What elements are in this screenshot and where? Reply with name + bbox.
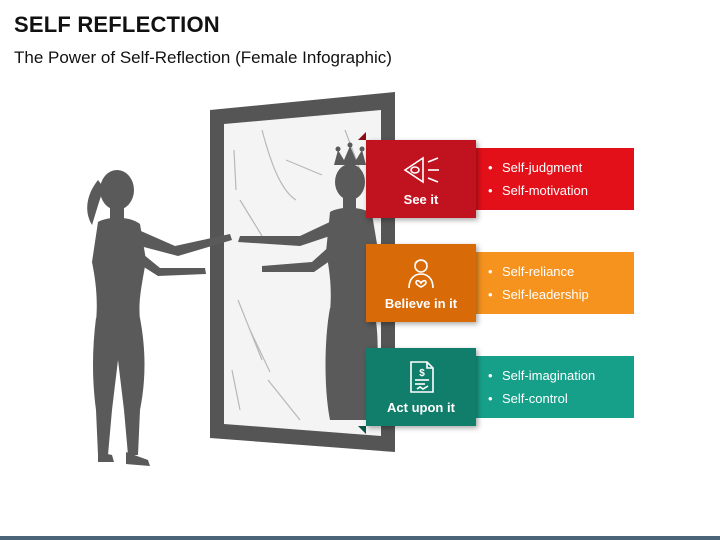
- reflection-silhouette: [238, 142, 378, 420]
- list-item: Self-reliance: [488, 260, 634, 283]
- slide-subtitle: The Power of Self-Reflection (Female Inf…: [14, 48, 392, 67]
- step-tab-act-upon-it: $ Act upon it: [366, 348, 476, 426]
- step-panel-believe-in-it: Self-reliance Self-leadership: [476, 252, 634, 314]
- step-label: Believe in it: [384, 295, 458, 311]
- list-item: Self-motivation: [488, 179, 634, 202]
- svg-text:$: $: [419, 368, 425, 379]
- megaphone-eye-icon: [403, 156, 439, 183]
- tab-fold-bottom: [358, 426, 366, 434]
- step-tab-believe-in-it: Believe in it: [366, 244, 476, 322]
- list-item: Self-imagination: [488, 364, 634, 387]
- document-dollar-icon: $: [410, 360, 434, 393]
- list-item: Self-leadership: [488, 283, 634, 306]
- step-row-act-upon-it: $ Act upon it Self-imagination Self-cont…: [358, 348, 636, 434]
- step-panel-act-upon-it: Self-imagination Self-control: [476, 356, 634, 418]
- woman-silhouette: [87, 170, 232, 466]
- step-row-believe-in-it: Believe in it Self-reliance Self-leaders…: [366, 244, 636, 322]
- footer-bar: [0, 536, 720, 540]
- step-row-see-it: See it Self-judgment Self-motivation: [358, 132, 636, 218]
- list-item: Self-control: [488, 387, 634, 410]
- step-label: Act upon it: [387, 399, 455, 415]
- step-tab-see-it: See it: [366, 140, 476, 218]
- person-heart-icon: [408, 258, 434, 288]
- slide-title: SELF REFLECTION: [14, 12, 220, 37]
- step-panel-see-it: Self-judgment Self-motivation: [476, 148, 634, 210]
- tab-fold-top: [358, 132, 366, 140]
- list-item: Self-judgment: [488, 156, 634, 179]
- step-label: See it: [403, 191, 439, 207]
